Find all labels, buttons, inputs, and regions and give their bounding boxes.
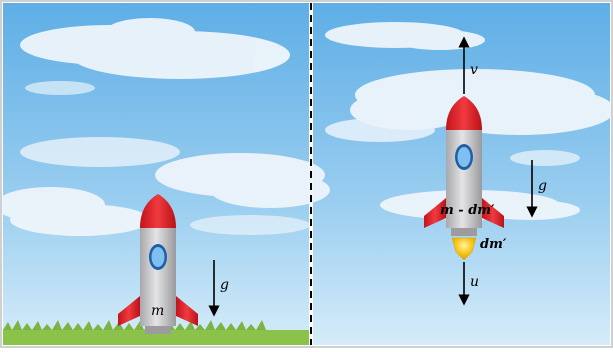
left-rocket-nozzle xyxy=(145,326,171,334)
ejected-mass-label: dm′ xyxy=(480,237,506,252)
right-rocket-nozzle xyxy=(451,228,477,236)
left-gravity-label: g xyxy=(220,277,229,293)
left-mass-label: m xyxy=(151,303,164,319)
right-gravity-label: g xyxy=(538,178,547,194)
exhaust-velocity-label: u xyxy=(470,274,479,290)
right-mass-label: m - dm′ xyxy=(440,203,494,218)
left-rocket-window-glass xyxy=(152,247,165,267)
right-rocket-window-glass xyxy=(458,147,471,167)
velocity-label: v xyxy=(470,62,478,78)
